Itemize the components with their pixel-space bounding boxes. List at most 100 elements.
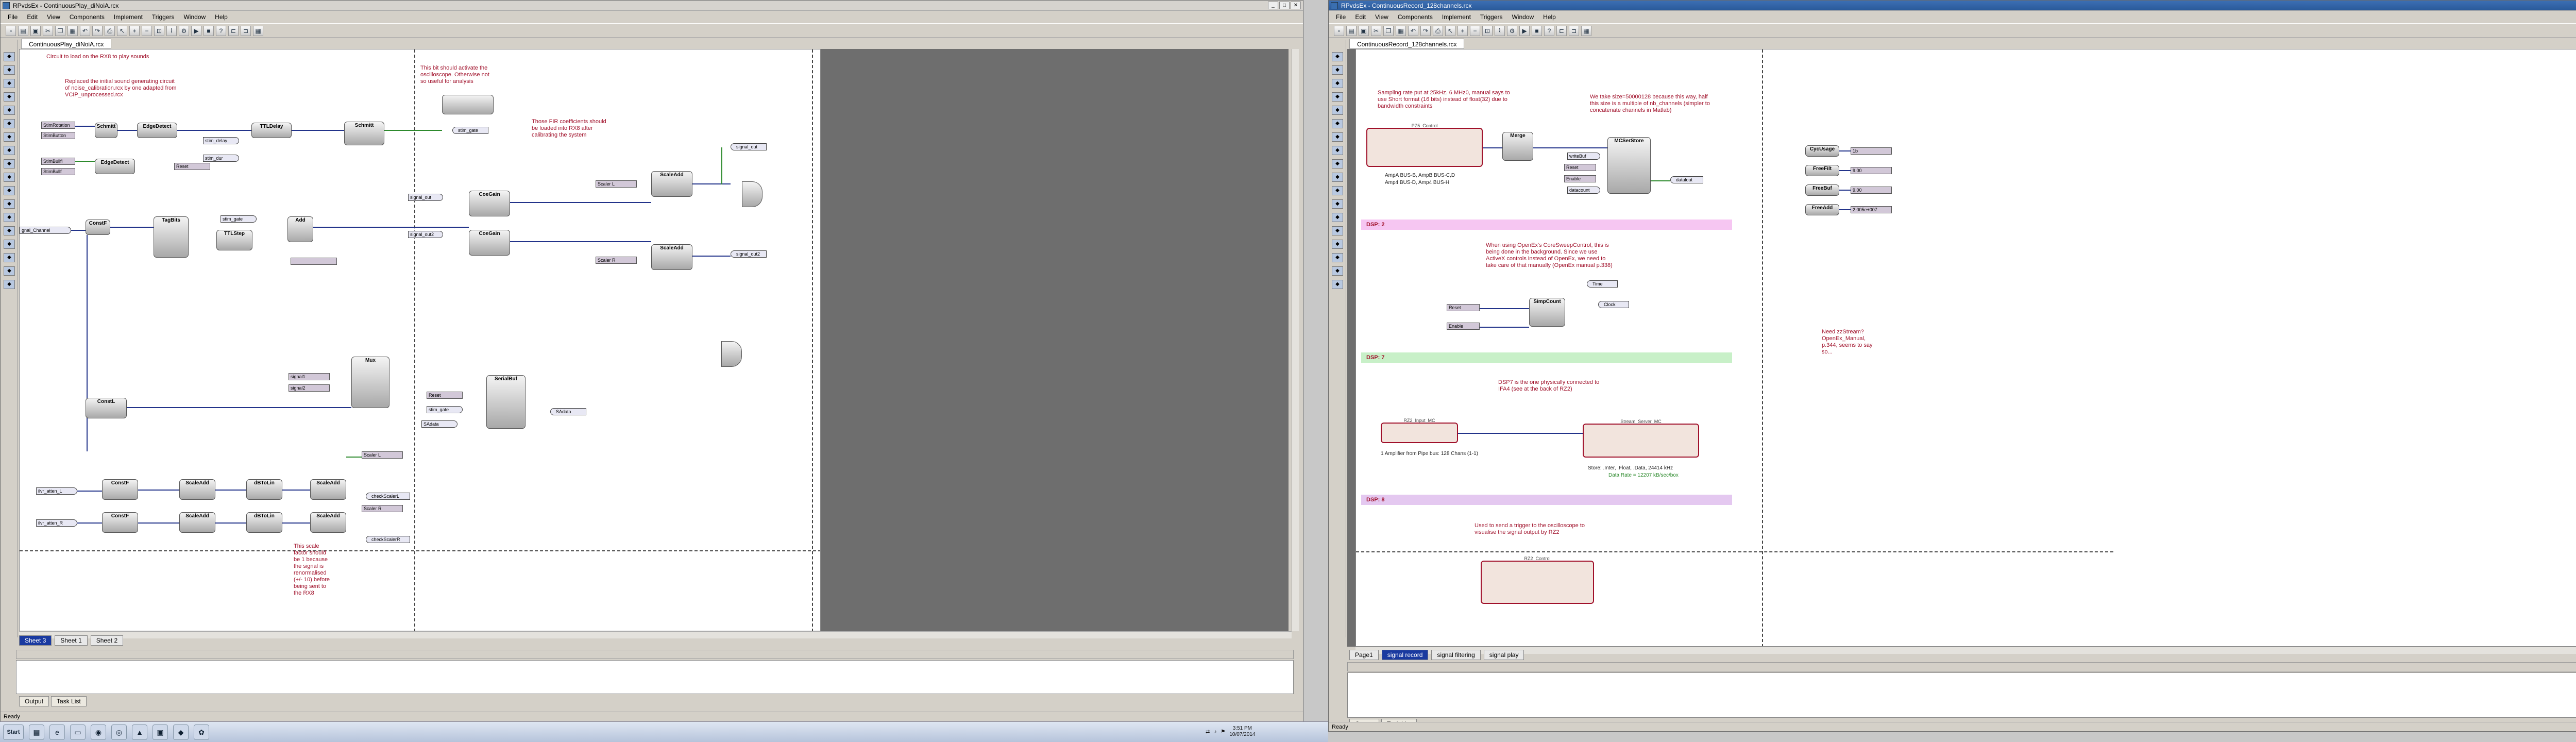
- component-dac-out[interactable]: [721, 341, 742, 367]
- menu-file[interactable]: File: [1336, 13, 1346, 21]
- zoom-out-icon[interactable]: −: [142, 26, 152, 36]
- palette-item-icon[interactable]: ◆: [1332, 199, 1343, 209]
- palette-item-icon[interactable]: ◆: [1332, 280, 1343, 289]
- menu-help[interactable]: Help: [215, 13, 228, 21]
- zoom-fit-icon[interactable]: ⊡: [1482, 26, 1493, 36]
- component-rz2-input-mc[interactable]: RZ2_Input_MC: [1381, 418, 1458, 443]
- tag-reset[interactable]: Reset: [1564, 164, 1596, 171]
- matlab-icon[interactable]: ▲: [132, 724, 147, 740]
- paste-icon[interactable]: ▦: [67, 26, 78, 36]
- palette-item-icon[interactable]: ◆: [4, 226, 15, 235]
- menu-components[interactable]: Components: [69, 13, 105, 21]
- tag-stim-dur[interactable]: stim_dur: [203, 155, 239, 162]
- tag-signal-out[interactable]: signal_out: [731, 143, 767, 150]
- zbus-icon[interactable]: ✿: [194, 724, 209, 740]
- component-mux[interactable]: Mux: [351, 357, 389, 408]
- align-left-icon[interactable]: ⊏: [1556, 26, 1567, 36]
- print-icon[interactable]: ⎙: [105, 26, 115, 36]
- menu-edit[interactable]: Edit: [1355, 13, 1366, 21]
- const-cycusage[interactable]: 1b: [1851, 147, 1892, 155]
- ie-icon[interactable]: e: [49, 724, 65, 740]
- component-scaleadd[interactable]: ScaleAdd: [179, 479, 215, 500]
- menu-file[interactable]: File: [8, 13, 18, 21]
- palette-item-icon[interactable]: ◆: [1332, 226, 1343, 235]
- tag-time[interactable]: Time: [1587, 280, 1618, 288]
- palette-item-icon[interactable]: ◆: [1332, 119, 1343, 128]
- tag-scaler-l[interactable]: Scaler L: [362, 451, 403, 459]
- component-constf[interactable]: ConstF: [86, 220, 110, 235]
- right-title-bar[interactable]: RPvdsEx - ContinuousRecord_128channels.r…: [1329, 1, 2576, 11]
- component-freeadd[interactable]: FreeAdd: [1805, 204, 1839, 215]
- component-coefgain[interactable]: CoeGain: [469, 230, 510, 256]
- cut-icon[interactable]: ✂: [1371, 26, 1381, 36]
- palette-item-icon[interactable]: ◆: [4, 199, 15, 209]
- save-icon[interactable]: ▣: [1359, 26, 1369, 36]
- palette-item-icon[interactable]: ◆: [1332, 173, 1343, 182]
- maximize-button[interactable]: □: [1279, 2, 1290, 9]
- component-scaleadd[interactable]: ScaleAdd: [179, 512, 215, 533]
- wire-icon[interactable]: ⌇: [1495, 26, 1505, 36]
- tag-stimbutton[interactable]: StimButton: [41, 132, 75, 139]
- palette-item-icon[interactable]: ◆: [1332, 52, 1343, 61]
- tag-scaler-l[interactable]: Scaler L: [596, 180, 637, 188]
- tag-reset[interactable]: Reset: [427, 392, 463, 399]
- copy-icon[interactable]: ❐: [55, 26, 65, 36]
- component-scaleadd[interactable]: ScaleAdd: [310, 479, 346, 500]
- sheet-tab-signal-play[interactable]: signal play: [1483, 650, 1524, 660]
- tag-clock[interactable]: Clock: [1598, 301, 1629, 308]
- tag-datacount[interactable]: datacount: [1567, 187, 1600, 194]
- tag-enable[interactable]: Enable: [1447, 323, 1480, 330]
- palette-item-icon[interactable]: ◆: [1332, 132, 1343, 142]
- tag-reset[interactable]: Reset: [174, 163, 210, 170]
- pointer-icon[interactable]: ↖: [1445, 26, 1455, 36]
- palette-item-icon[interactable]: ◆: [4, 79, 15, 88]
- tag-scaler-r[interactable]: Scaler R: [596, 257, 637, 264]
- const-freebuf[interactable]: 9.00: [1851, 187, 1892, 194]
- copy-icon[interactable]: ❐: [1383, 26, 1394, 36]
- palette-item-icon[interactable]: ◆: [4, 119, 15, 128]
- component-freefilt[interactable]: FreeFilt: [1805, 165, 1839, 176]
- run-icon[interactable]: ▶: [191, 26, 201, 36]
- save-icon[interactable]: ▣: [30, 26, 41, 36]
- tag-stimrotation[interactable]: StimRotation: [41, 122, 75, 129]
- undo-icon[interactable]: ↶: [1408, 26, 1418, 36]
- palette-item-icon[interactable]: ◆: [4, 173, 15, 182]
- component-scaleadd[interactable]: ScaleAdd: [651, 171, 692, 197]
- volume-icon[interactable]: ♪: [1214, 729, 1217, 735]
- tag-stim-gate[interactable]: stim_gate: [221, 215, 257, 223]
- print-icon[interactable]: ⎙: [1433, 26, 1443, 36]
- component-coefgain[interactable]: CoeGain: [469, 191, 510, 216]
- component-serialbuf[interactable]: SerialBuf: [486, 375, 526, 429]
- component-tagbits[interactable]: TagBits: [154, 216, 189, 258]
- component-simpcount[interactable]: SimpCount: [1529, 298, 1565, 327]
- component-constf[interactable]: ConstF: [102, 479, 138, 500]
- start-button[interactable]: Start: [3, 724, 24, 740]
- component-cycusage[interactable]: CycUsage: [1805, 145, 1839, 157]
- help-icon[interactable]: ?: [216, 26, 226, 36]
- palette-item-icon[interactable]: ◆: [1332, 186, 1343, 195]
- palette-item-icon[interactable]: ◆: [4, 52, 15, 61]
- new-icon[interactable]: ▫: [1334, 26, 1344, 36]
- task-list-tab[interactable]: Task List: [51, 696, 87, 706]
- component-dac-out[interactable]: [742, 181, 762, 207]
- tag-enable[interactable]: Enable: [1564, 175, 1596, 182]
- menu-window[interactable]: Window: [183, 13, 206, 21]
- network-icon[interactable]: ⇄: [1206, 729, 1210, 735]
- palette-item-icon[interactable]: ◆: [1332, 240, 1343, 249]
- palette-item-icon[interactable]: ◆: [4, 240, 15, 249]
- const-freeadd[interactable]: 2.005e+007: [1851, 206, 1892, 213]
- sheet-tab-signal-record[interactable]: signal record: [1381, 650, 1429, 660]
- left-vertical-scrollbar[interactable]: [1292, 49, 1299, 631]
- sheet-tab-signal-filtering[interactable]: signal filtering: [1431, 650, 1481, 660]
- tag-sadata[interactable]: SAdata: [421, 420, 457, 428]
- wire-icon[interactable]: ⌇: [166, 26, 177, 36]
- close-button[interactable]: ✕: [1291, 2, 1301, 9]
- component-constf[interactable]: ConstF: [102, 512, 138, 533]
- tag-signal-out2[interactable]: signal_out2: [731, 250, 767, 258]
- output-tab[interactable]: Output: [19, 696, 49, 706]
- tag-stim-delay[interactable]: stim_delay: [203, 137, 239, 144]
- tag-sadata[interactable]: SAdata: [550, 408, 586, 415]
- redo-icon[interactable]: ↷: [92, 26, 103, 36]
- align-right-icon[interactable]: ⊐: [1569, 26, 1579, 36]
- palette-item-icon[interactable]: ◆: [4, 146, 15, 155]
